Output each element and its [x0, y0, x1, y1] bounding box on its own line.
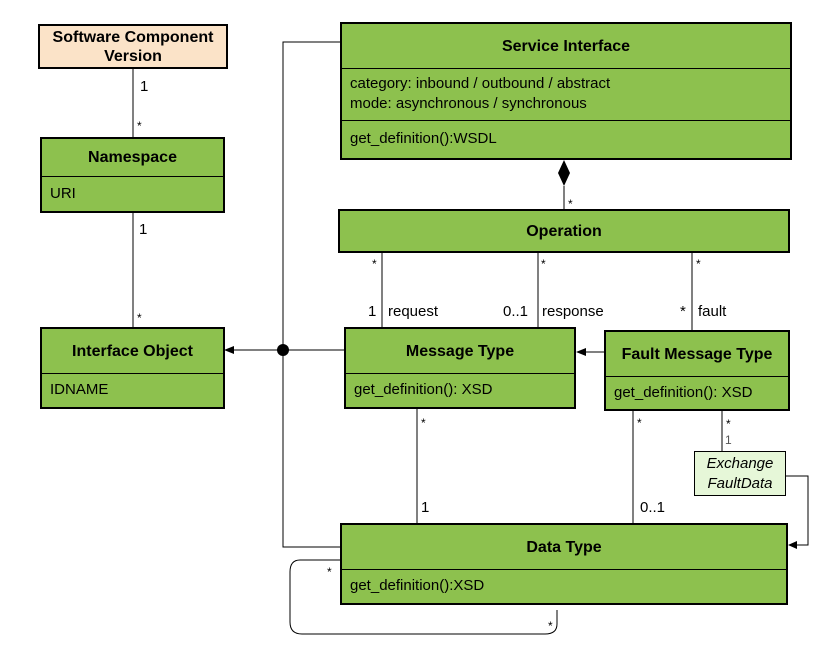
- datatype-self-mult-star1: *: [327, 565, 332, 579]
- interface-object-attributes: IDNAME: [42, 373, 223, 407]
- fault-message-type-method: get_definition(): XSD: [614, 384, 753, 401]
- exchange-fault-data-line2: FaultData: [707, 475, 773, 492]
- data-type-methods: get_definition():XSD: [342, 569, 786, 603]
- namespace-attributes: URI: [42, 176, 223, 211]
- fault-message-type-title: Fault Message Type: [621, 345, 773, 363]
- message-type-method: get_definition(): XSD: [354, 381, 493, 398]
- fmt-efd-mult-one: 1: [725, 433, 732, 447]
- data-type-title: Data Type: [526, 538, 602, 556]
- software-component-version-box: Software Component Version: [38, 24, 228, 69]
- response-mult: 0..1: [503, 303, 529, 320]
- namespace-io-mult-one: 1: [139, 221, 148, 238]
- interface-object-title: Interface Object: [72, 342, 193, 360]
- interface-object-attr: IDNAME: [50, 381, 109, 398]
- service-interface-title: Service Interface: [501, 37, 631, 55]
- response-role: response: [542, 303, 604, 320]
- exchange-fault-data-line1: Exchange: [706, 455, 774, 472]
- message-type-title: Message Type: [405, 342, 515, 360]
- response-mult-star: *: [541, 257, 546, 271]
- fault-mult-star-top: *: [696, 257, 701, 271]
- junction-dot: [277, 344, 289, 356]
- operation-box: Operation: [338, 209, 790, 253]
- namespace-attr: URI: [50, 185, 76, 202]
- service-interface-box: Service Interface category: inbound / ou…: [340, 22, 792, 160]
- service-interface-method: get_definition():WSDL: [350, 130, 497, 147]
- interface-object-box: Interface Object IDNAME: [40, 327, 225, 409]
- namespace-title: Namespace: [88, 149, 177, 166]
- exchange-fault-data-box: Exchange FaultData: [694, 451, 786, 496]
- efd-dt-line: [786, 475, 809, 546]
- service-interface-attributes: category: inbound / outbound / abstract …: [342, 68, 790, 120]
- scv-namespace-mult-one: 1: [140, 78, 149, 95]
- composition-diamond: [558, 160, 570, 186]
- software-component-version-title: Software Component Version: [52, 28, 214, 65]
- arrow-to-datatype: [788, 541, 797, 549]
- message-type-methods: get_definition(): XSD: [346, 373, 574, 407]
- service-interface-attr-category: category: inbound / outbound / abstract: [350, 75, 611, 92]
- mt-dt-mult-one: 1: [421, 499, 430, 516]
- fault-mult-star: *: [680, 303, 686, 320]
- fault-message-type-box: Fault Message Type get_definition(): XSD: [604, 330, 790, 411]
- fault-message-type-methods: get_definition(): XSD: [606, 376, 788, 409]
- datatype-self-line: [289, 559, 558, 635]
- fmt-efd-mult-star: *: [726, 417, 731, 431]
- service-interface-attr-mode: mode: asynchronous / synchronous: [350, 95, 587, 112]
- scv-namespace-mult-star: *: [137, 119, 142, 133]
- fault-role: fault: [698, 303, 727, 320]
- service-interface-methods: get_definition():WSDL: [342, 120, 790, 158]
- datatype-self-mult-star2: *: [548, 619, 553, 633]
- namespace-box: Namespace URI: [40, 137, 225, 213]
- request-role: request: [388, 303, 439, 320]
- arrow-to-interfaceobject: [224, 346, 234, 354]
- mt-dt-mult-star: *: [421, 416, 426, 430]
- operation-title: Operation: [526, 222, 602, 240]
- request-mult-one: 1: [368, 303, 377, 320]
- namespace-io-mult-star: *: [137, 311, 142, 325]
- message-type-box: Message Type get_definition(): XSD: [344, 327, 576, 409]
- data-type-method: get_definition():XSD: [350, 577, 485, 594]
- si-operation-mult-star: *: [568, 197, 573, 211]
- arrow-to-messagetype: [576, 348, 586, 356]
- generalization-trunk-line: [282, 41, 340, 548]
- data-type-box: Data Type get_definition():XSD: [340, 523, 788, 605]
- fmt-dt-mult: 0..1: [640, 499, 666, 516]
- fmt-dt-mult-star: *: [637, 416, 642, 430]
- request-mult-star: *: [372, 257, 377, 271]
